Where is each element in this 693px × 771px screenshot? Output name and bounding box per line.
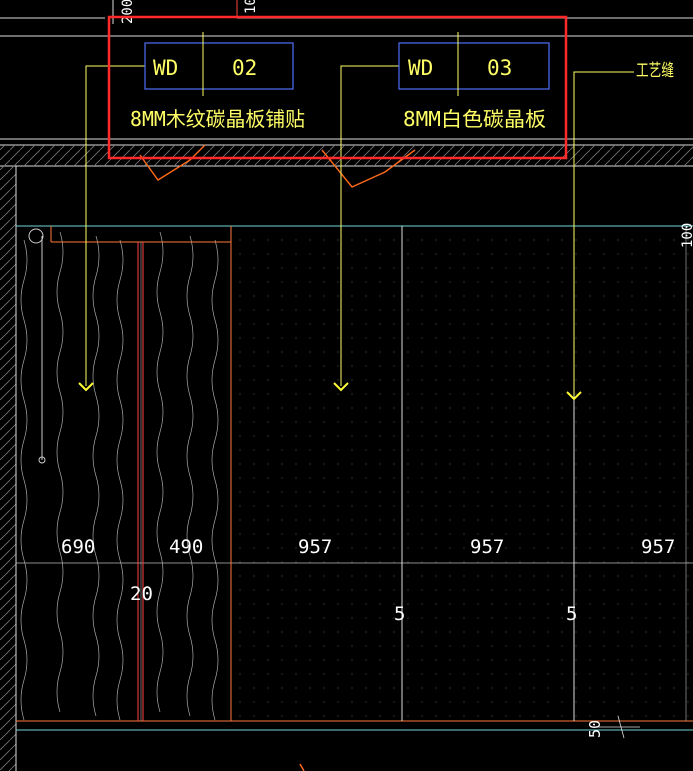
dim-width-3: 957 <box>298 536 332 558</box>
material-tag-wd02: WD 02 8MM木纹碳晶板铺贴 <box>130 32 305 131</box>
bracket-curve-1 <box>139 144 206 181</box>
dim-gap-seam-2: 5 <box>566 603 577 625</box>
material-tag-wd03: WD 03 8MM白色碳晶板 <box>398 32 550 131</box>
tag-1-code: WD <box>153 56 178 80</box>
leader-arrows <box>78 382 582 401</box>
highlight-box <box>107 15 568 160</box>
hinge-icon <box>28 228 44 244</box>
dim-top-left-b: 100 <box>243 0 259 14</box>
wall-panels <box>16 225 693 731</box>
ceiling-hatch <box>0 145 693 166</box>
width-dimensions: 690 490 957 957 957 20 5 5 <box>61 536 675 625</box>
arrow-down-icon <box>78 382 94 392</box>
dim-bottom-offset: 50 <box>586 720 604 738</box>
wood-grain-panel <box>20 231 219 721</box>
tag-1-description: 8MM木纹碳晶板铺贴 <box>130 107 305 131</box>
dim-gap-center: 20 <box>130 583 153 605</box>
white-panel-area <box>231 226 693 721</box>
arrow-down-icon <box>566 391 582 401</box>
tag-2-code: WD <box>408 56 433 80</box>
dim-width-4: 957 <box>470 536 504 558</box>
dim-width-2: 490 <box>169 536 203 558</box>
dim-gap-seam-1: 5 <box>394 603 405 625</box>
top-structure <box>0 0 693 167</box>
tag-2-description: 8MM白色碳晶板 <box>403 107 546 131</box>
bracket-curve-2 <box>321 149 416 188</box>
dim-width-5: 957 <box>641 536 675 558</box>
tag-1-number: 02 <box>232 56 257 80</box>
arrow-down-icon <box>333 382 349 392</box>
leader-lines <box>85 65 634 395</box>
left-wall <box>0 166 17 771</box>
dim-width-1: 690 <box>61 536 95 558</box>
tag-2-number: 03 <box>487 56 512 80</box>
dim-right-edge: 100 <box>680 223 693 248</box>
dim-top-left-a: 200 <box>120 0 136 24</box>
callout-label-seam: 工艺缝 <box>636 61 674 81</box>
